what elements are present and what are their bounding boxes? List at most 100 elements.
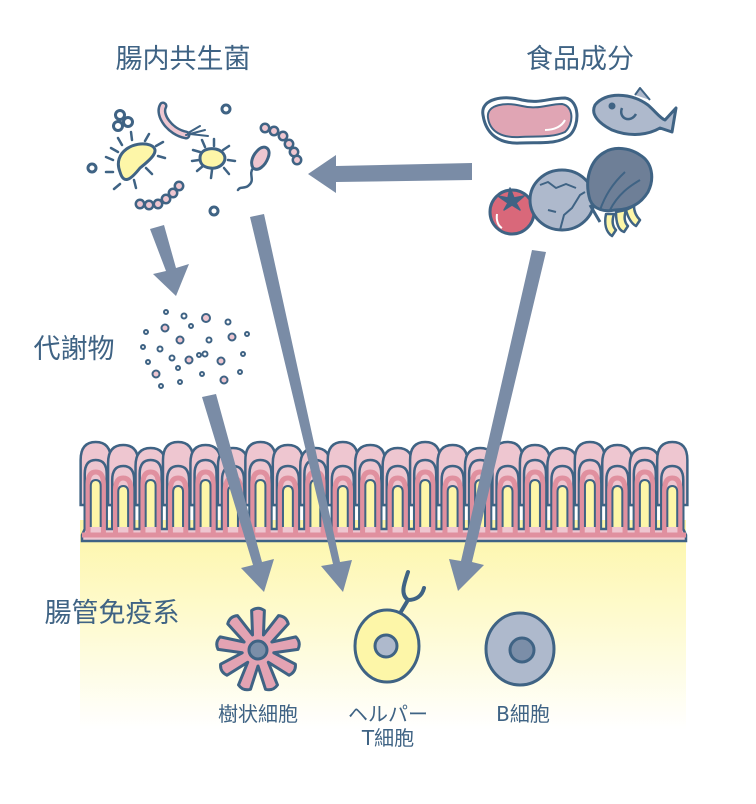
arrow-bacteria-to-metabolites	[150, 225, 189, 296]
spiky-bacterium-icon	[190, 137, 237, 180]
metabolite-particle	[205, 336, 213, 344]
metabolite-particle	[240, 351, 246, 357]
metabolite-particle	[184, 355, 194, 365]
villus-core	[391, 484, 404, 527]
villus-core	[254, 478, 267, 527]
villus-lining	[167, 475, 189, 533]
flagellate-bacterium-icon	[236, 145, 271, 192]
metabolite-particle	[227, 332, 237, 342]
villus-core	[144, 478, 157, 527]
villus-lining	[360, 469, 381, 533]
cabbage-icon	[528, 168, 596, 232]
small-coccus-icon	[208, 205, 220, 217]
villus-core	[117, 484, 130, 527]
villus-lining	[552, 475, 573, 533]
metabolite-particle	[158, 383, 164, 389]
arrow-metabolites-to-dendritic	[202, 394, 274, 592]
metabolite-particle	[163, 309, 169, 315]
villus-lining	[414, 469, 436, 533]
metabolites-label: 代謝物	[34, 334, 115, 365]
villus-lining	[332, 475, 354, 533]
villus-lining	[579, 469, 601, 533]
gut-immune-system-label: 腸管免疫系	[45, 598, 180, 629]
sprouts-icon	[604, 204, 642, 238]
villus-lining	[607, 475, 628, 533]
metabolite-particle	[201, 313, 211, 323]
villus-core	[89, 478, 102, 527]
cocci-cluster-icon	[112, 109, 134, 132]
villus-lining	[277, 475, 299, 533]
metabolite-particle	[140, 344, 146, 350]
villus-lining	[387, 475, 408, 533]
villus-core	[556, 484, 569, 527]
metabolite-particle	[237, 369, 243, 375]
tomato-icon	[488, 187, 536, 236]
villus-lining	[112, 475, 134, 533]
villus-lining	[85, 469, 106, 533]
metabolite-particle	[196, 352, 202, 358]
metabolite-particle	[175, 365, 181, 371]
arrows	[150, 155, 546, 592]
villus-lining	[442, 475, 463, 533]
metabolite-particles	[140, 309, 250, 389]
metabolite-particle	[160, 323, 170, 333]
villus-core	[501, 484, 514, 527]
chain-bacterium-icon	[134, 180, 185, 211]
villus-core	[172, 484, 185, 527]
gut-bacteria-label: 腸内共生菌	[116, 44, 251, 75]
villus-core	[611, 484, 624, 527]
villus-core	[281, 484, 294, 527]
villus-core	[638, 478, 651, 527]
villus-core	[419, 478, 432, 527]
villus-lining	[662, 475, 683, 533]
villus-core	[336, 484, 349, 527]
metabolite-particle	[156, 345, 164, 353]
metabolite-particle	[145, 359, 151, 365]
helper-t-cell	[353, 570, 426, 684]
b-cell	[484, 611, 556, 687]
metabolite-particle	[151, 369, 161, 379]
villus-core	[666, 484, 679, 527]
helper-t-cell-label-line1: ヘルパー	[348, 702, 428, 726]
villus-core	[446, 484, 459, 527]
bean-bacterium-icon	[104, 130, 167, 191]
nucleus-icon	[373, 633, 399, 659]
small-coccus-icon	[86, 162, 98, 174]
b-cell-label: B細胞	[496, 702, 550, 726]
villus-core	[583, 478, 596, 527]
food-components-label: 食品成分	[526, 44, 634, 75]
villus-core	[529, 478, 541, 527]
metabolite-particle	[224, 318, 232, 326]
arrow-food-to-bacteria	[308, 155, 472, 193]
leafy-greens-icon	[586, 146, 654, 223]
metabolite-particle	[201, 350, 209, 358]
metabolite-particle	[168, 354, 176, 362]
metabolite-particle	[177, 379, 183, 385]
villus-core	[364, 478, 377, 527]
small-coccus-icon	[220, 103, 232, 115]
nucleus-icon	[508, 636, 536, 664]
villus-core	[199, 478, 212, 527]
metabolite-particle	[216, 356, 226, 366]
villus-lining	[524, 469, 546, 533]
villus-lining	[497, 475, 518, 533]
fish-icon	[592, 87, 678, 136]
metabolite-particle	[143, 329, 149, 335]
villus-lining	[140, 469, 161, 533]
metabolite-particle	[188, 323, 194, 329]
villus-lining	[250, 469, 271, 533]
villus-lining	[195, 469, 216, 533]
dendritic-cell-label: 樹状細胞	[218, 702, 298, 726]
meat-icon	[481, 96, 579, 145]
metabolite-particle	[244, 331, 250, 337]
metabolite-particle	[175, 335, 185, 345]
metabolite-particle	[199, 371, 205, 377]
food-items	[481, 87, 678, 238]
dendritic-cell	[215, 606, 301, 692]
chain-bacterium-icon	[259, 122, 303, 166]
metabolite-particle	[180, 312, 188, 320]
bacteria-cluster	[86, 101, 303, 217]
rod-bacterium-icon	[157, 101, 209, 140]
arrow-food-to-b-cell	[449, 250, 546, 591]
villus-lining	[634, 469, 656, 533]
